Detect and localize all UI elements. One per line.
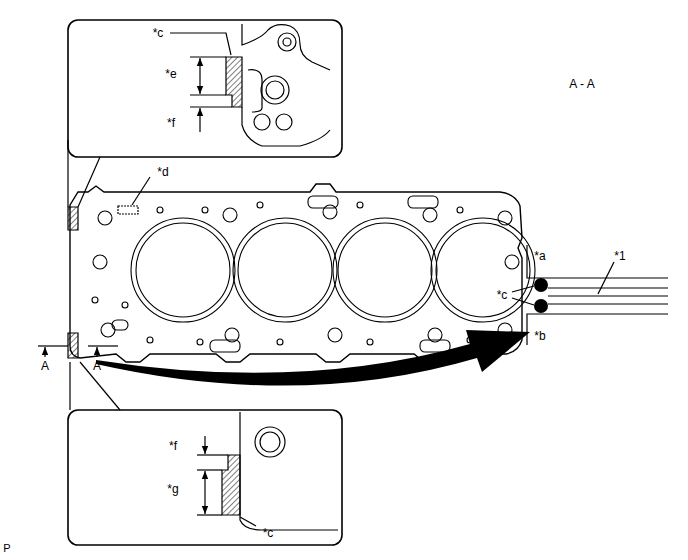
callout-label: A [93, 360, 101, 372]
callout-label: *c [497, 289, 508, 301]
callout-label: *1 [614, 250, 625, 262]
callout-label: *e [165, 68, 176, 80]
section-title: A - A [569, 78, 594, 90]
callout-label: A [41, 360, 49, 372]
callout-label: *a [534, 250, 545, 262]
callout-label: *g [167, 483, 178, 495]
callout-label: *d [157, 166, 168, 178]
figure-id: P [3, 543, 10, 554]
detail-frame [68, 20, 342, 157]
callout-label: *c [263, 527, 274, 539]
callout-label: *f [169, 440, 177, 452]
callout-label: *c [153, 27, 164, 39]
callout-label: *b [534, 330, 545, 342]
detail-frame [68, 410, 342, 545]
callout-label: *f [167, 117, 175, 129]
